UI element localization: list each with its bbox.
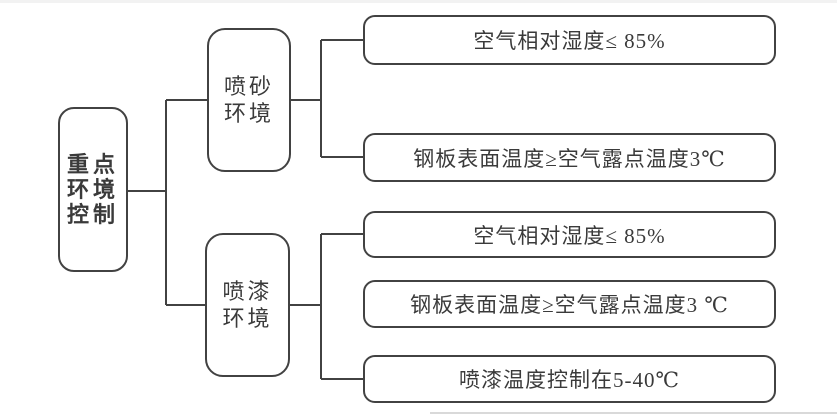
node-sandblast-label: 喷砂 环境 [223,74,274,126]
node-sandblast-environment: 喷砂 环境 [207,28,291,172]
condition-sandblast-steel-temp: 钢板表面温度≥空气露点温度3℃ [363,133,776,182]
condition-paint-steel-temp: 钢板表面温度≥空气露点温度3 ℃ [363,280,776,328]
condition-paint-humidity-label: 空气相对湿度≤ 85% [473,223,666,248]
image-edge-artifact-bottom [430,412,837,414]
connector-path [128,39,363,380]
condition-paint-temp-range: 喷漆温度控制在5-40℃ [363,355,776,403]
condition-sandblast-steel-temp-label: 钢板表面温度≥空气露点温度3℃ [413,146,726,171]
condition-sandblast-humidity: 空气相对湿度≤ 85% [363,15,776,65]
condition-sandblast-humidity-label: 空气相对湿度≤ 85% [473,29,666,53]
node-paint-label: 喷漆 环境 [222,279,273,331]
condition-paint-humidity: 空气相对湿度≤ 85% [363,211,776,258]
node-root-environment-control: 重点 环境 控制 [58,107,128,272]
condition-paint-steel-temp-label: 钢板表面温度≥空气露点温度3 ℃ [410,293,729,317]
node-paint-environment: 喷漆 环境 [205,233,290,377]
condition-paint-temp-range-label: 喷漆温度控制在5-40℃ [459,368,680,392]
image-edge-artifact-top [0,0,837,3]
node-root-label: 重点 环境 控制 [66,152,119,227]
